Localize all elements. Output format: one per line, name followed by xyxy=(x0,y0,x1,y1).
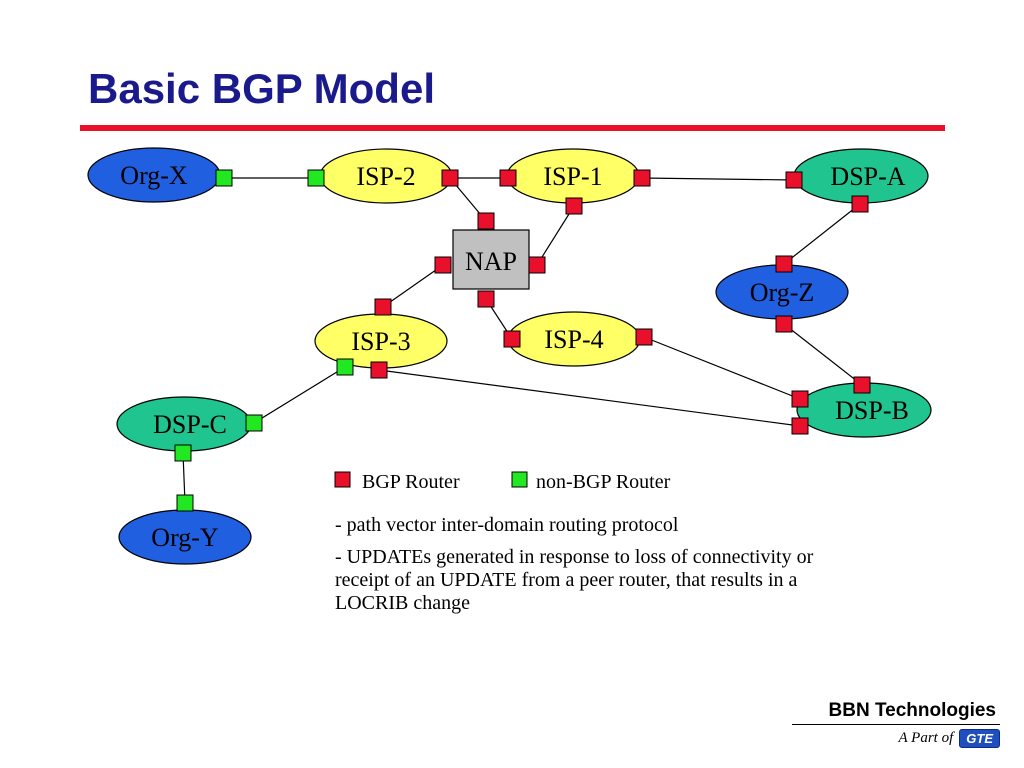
non-bgp-router-icon xyxy=(336,358,354,376)
svg-text:ISP-2: ISP-2 xyxy=(356,162,415,191)
bgp-routers xyxy=(370,169,871,435)
non-bgp-router-icon xyxy=(174,444,192,462)
bgp-router-icon xyxy=(441,169,459,187)
svg-text:ISP-4: ISP-4 xyxy=(544,325,603,354)
note-item: - path vector inter-domain routing proto… xyxy=(335,514,679,536)
brand-rule xyxy=(792,724,1000,725)
node-isp-3: ISP-3 xyxy=(314,313,448,369)
node-dsp-c: DSP-C xyxy=(116,396,252,452)
link-isp3-dspc xyxy=(253,366,346,424)
non-bgp-routers xyxy=(174,169,354,512)
node-org-x: Org-X xyxy=(87,147,221,203)
brand-name: BBN Technologies xyxy=(828,700,997,721)
bgp-router-icon xyxy=(503,330,521,348)
link-isp1-dspa xyxy=(641,177,795,181)
svg-text:NAP: NAP xyxy=(465,247,517,276)
bgp-router-icon xyxy=(791,390,809,408)
non-bgp-router-icon xyxy=(215,169,233,187)
svg-text:ISP-1: ISP-1 xyxy=(543,162,602,191)
bgp-router-icon xyxy=(791,417,809,435)
links xyxy=(182,177,863,504)
link-isp1-nap xyxy=(536,205,575,266)
bgp-router-icon xyxy=(565,197,583,215)
bgp-router-icon xyxy=(477,290,495,308)
link-nap-isp3 xyxy=(382,264,444,308)
link-orgz-dspb xyxy=(783,323,863,386)
svg-text:ISP-3: ISP-3 xyxy=(351,327,410,356)
brand-footer: BBN Technologies A Part of GTE xyxy=(780,700,1000,748)
bgp-router-icon xyxy=(374,298,392,316)
svg-text:Org-Z: Org-Z xyxy=(750,278,815,307)
node-dsp-a: DSP-A xyxy=(793,148,929,204)
node-dsp-b: DSP-B xyxy=(796,382,932,438)
notes: - path vector inter-domain routing proto… xyxy=(335,514,815,624)
link-dspa-orgz xyxy=(783,203,861,265)
non-bgp-router-icon xyxy=(307,169,325,187)
bgp-router-icon xyxy=(785,171,803,189)
node-isp-4: ISP-4 xyxy=(507,311,641,367)
legend-non-bgp-router-icon xyxy=(511,471,528,488)
node-org-z: Org-Z xyxy=(715,264,849,320)
node-org-y: Org-Y xyxy=(118,509,252,565)
node-isp-1: ISP-1 xyxy=(506,148,640,204)
svg-text:DSP-A: DSP-A xyxy=(830,162,905,191)
svg-text:DSP-C: DSP-C xyxy=(153,410,227,439)
bgp-router-icon xyxy=(477,212,495,230)
svg-text:Org-Y: Org-Y xyxy=(151,523,219,552)
bgp-router-icon xyxy=(851,195,869,213)
brand-tagline-row: A Part of GTE xyxy=(780,729,1000,748)
bgp-router-icon xyxy=(853,376,871,394)
bgp-router-icon xyxy=(528,256,546,274)
gte-logo: GTE xyxy=(959,729,1000,748)
node-isp-2: ISP-2 xyxy=(319,148,453,204)
bgp-router-icon xyxy=(635,328,653,346)
legend-non-bgp-router-label: non-BGP Router xyxy=(536,471,671,493)
page-title: Basic BGP Model xyxy=(88,65,435,112)
node-nap: NAP xyxy=(452,229,530,290)
bgp-router-icon xyxy=(775,315,793,333)
note-item: - UPDATEs generated in response to loss … xyxy=(335,546,814,614)
legend-bgp-router-icon xyxy=(334,471,351,488)
legend-bgp-router-label: BGP Router xyxy=(362,471,460,493)
bgp-router-icon xyxy=(370,361,388,379)
svg-text:Org-X: Org-X xyxy=(120,161,188,190)
bgp-router-icon xyxy=(434,256,452,274)
non-bgp-router-icon xyxy=(245,414,263,432)
legend: BGP Router non-BGP Router xyxy=(334,471,671,493)
link-isp3-dspb xyxy=(378,369,801,427)
bgp-router-icon xyxy=(633,169,651,187)
brand-tagline: A Part of xyxy=(898,730,954,746)
svg-text:DSP-B: DSP-B xyxy=(835,396,909,425)
non-bgp-router-icon xyxy=(176,494,194,512)
bgp-router-icon xyxy=(499,169,517,187)
link-isp4-dspb xyxy=(643,336,801,400)
title-rule xyxy=(80,125,945,131)
bgp-router-icon xyxy=(775,255,793,273)
